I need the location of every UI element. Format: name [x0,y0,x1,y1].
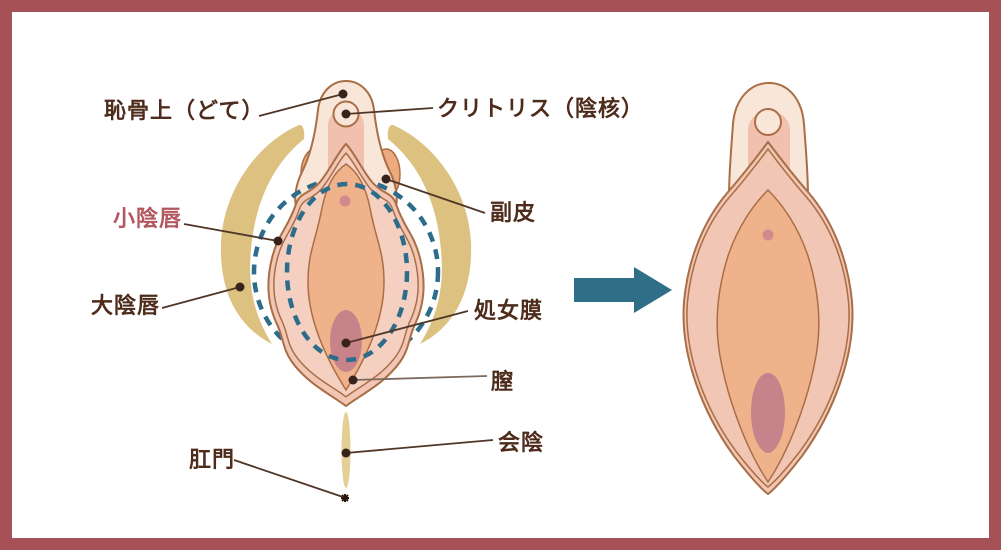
hymen-label: 処女膜 [474,298,544,323]
labia-majora-label: 大陰唇 [91,293,161,318]
clitoris-label: クリトリス（陰核） [437,96,645,121]
anus-mark [341,494,349,502]
labia-majora-shape-right [387,124,472,344]
result-figure [682,81,854,496]
anatomy-illustration [161,79,854,502]
vestibule-shape [307,163,385,392]
vagina-label: 膣 [491,369,515,394]
labia-minora-label: 小陰唇 [113,206,183,231]
annotated-figure [161,79,494,502]
leader-dots [235,89,391,458]
right-arrow-icon [574,267,672,313]
result-clitoris-circle [754,108,782,136]
urethra-dot [339,195,351,207]
accessory-hood-label: 副皮 [490,200,537,225]
result-vestibule-shape [716,188,820,484]
inner-dashed-guide [284,181,410,363]
pubic-mound-label: 恥骨上（どて） [104,98,265,123]
result-vaginal-opening [751,373,785,453]
perineum-label: 会陰 [498,430,545,455]
anus-label: 肛門 [189,447,236,472]
leader-lines [161,93,494,498]
result-urethra-dot [762,229,774,241]
